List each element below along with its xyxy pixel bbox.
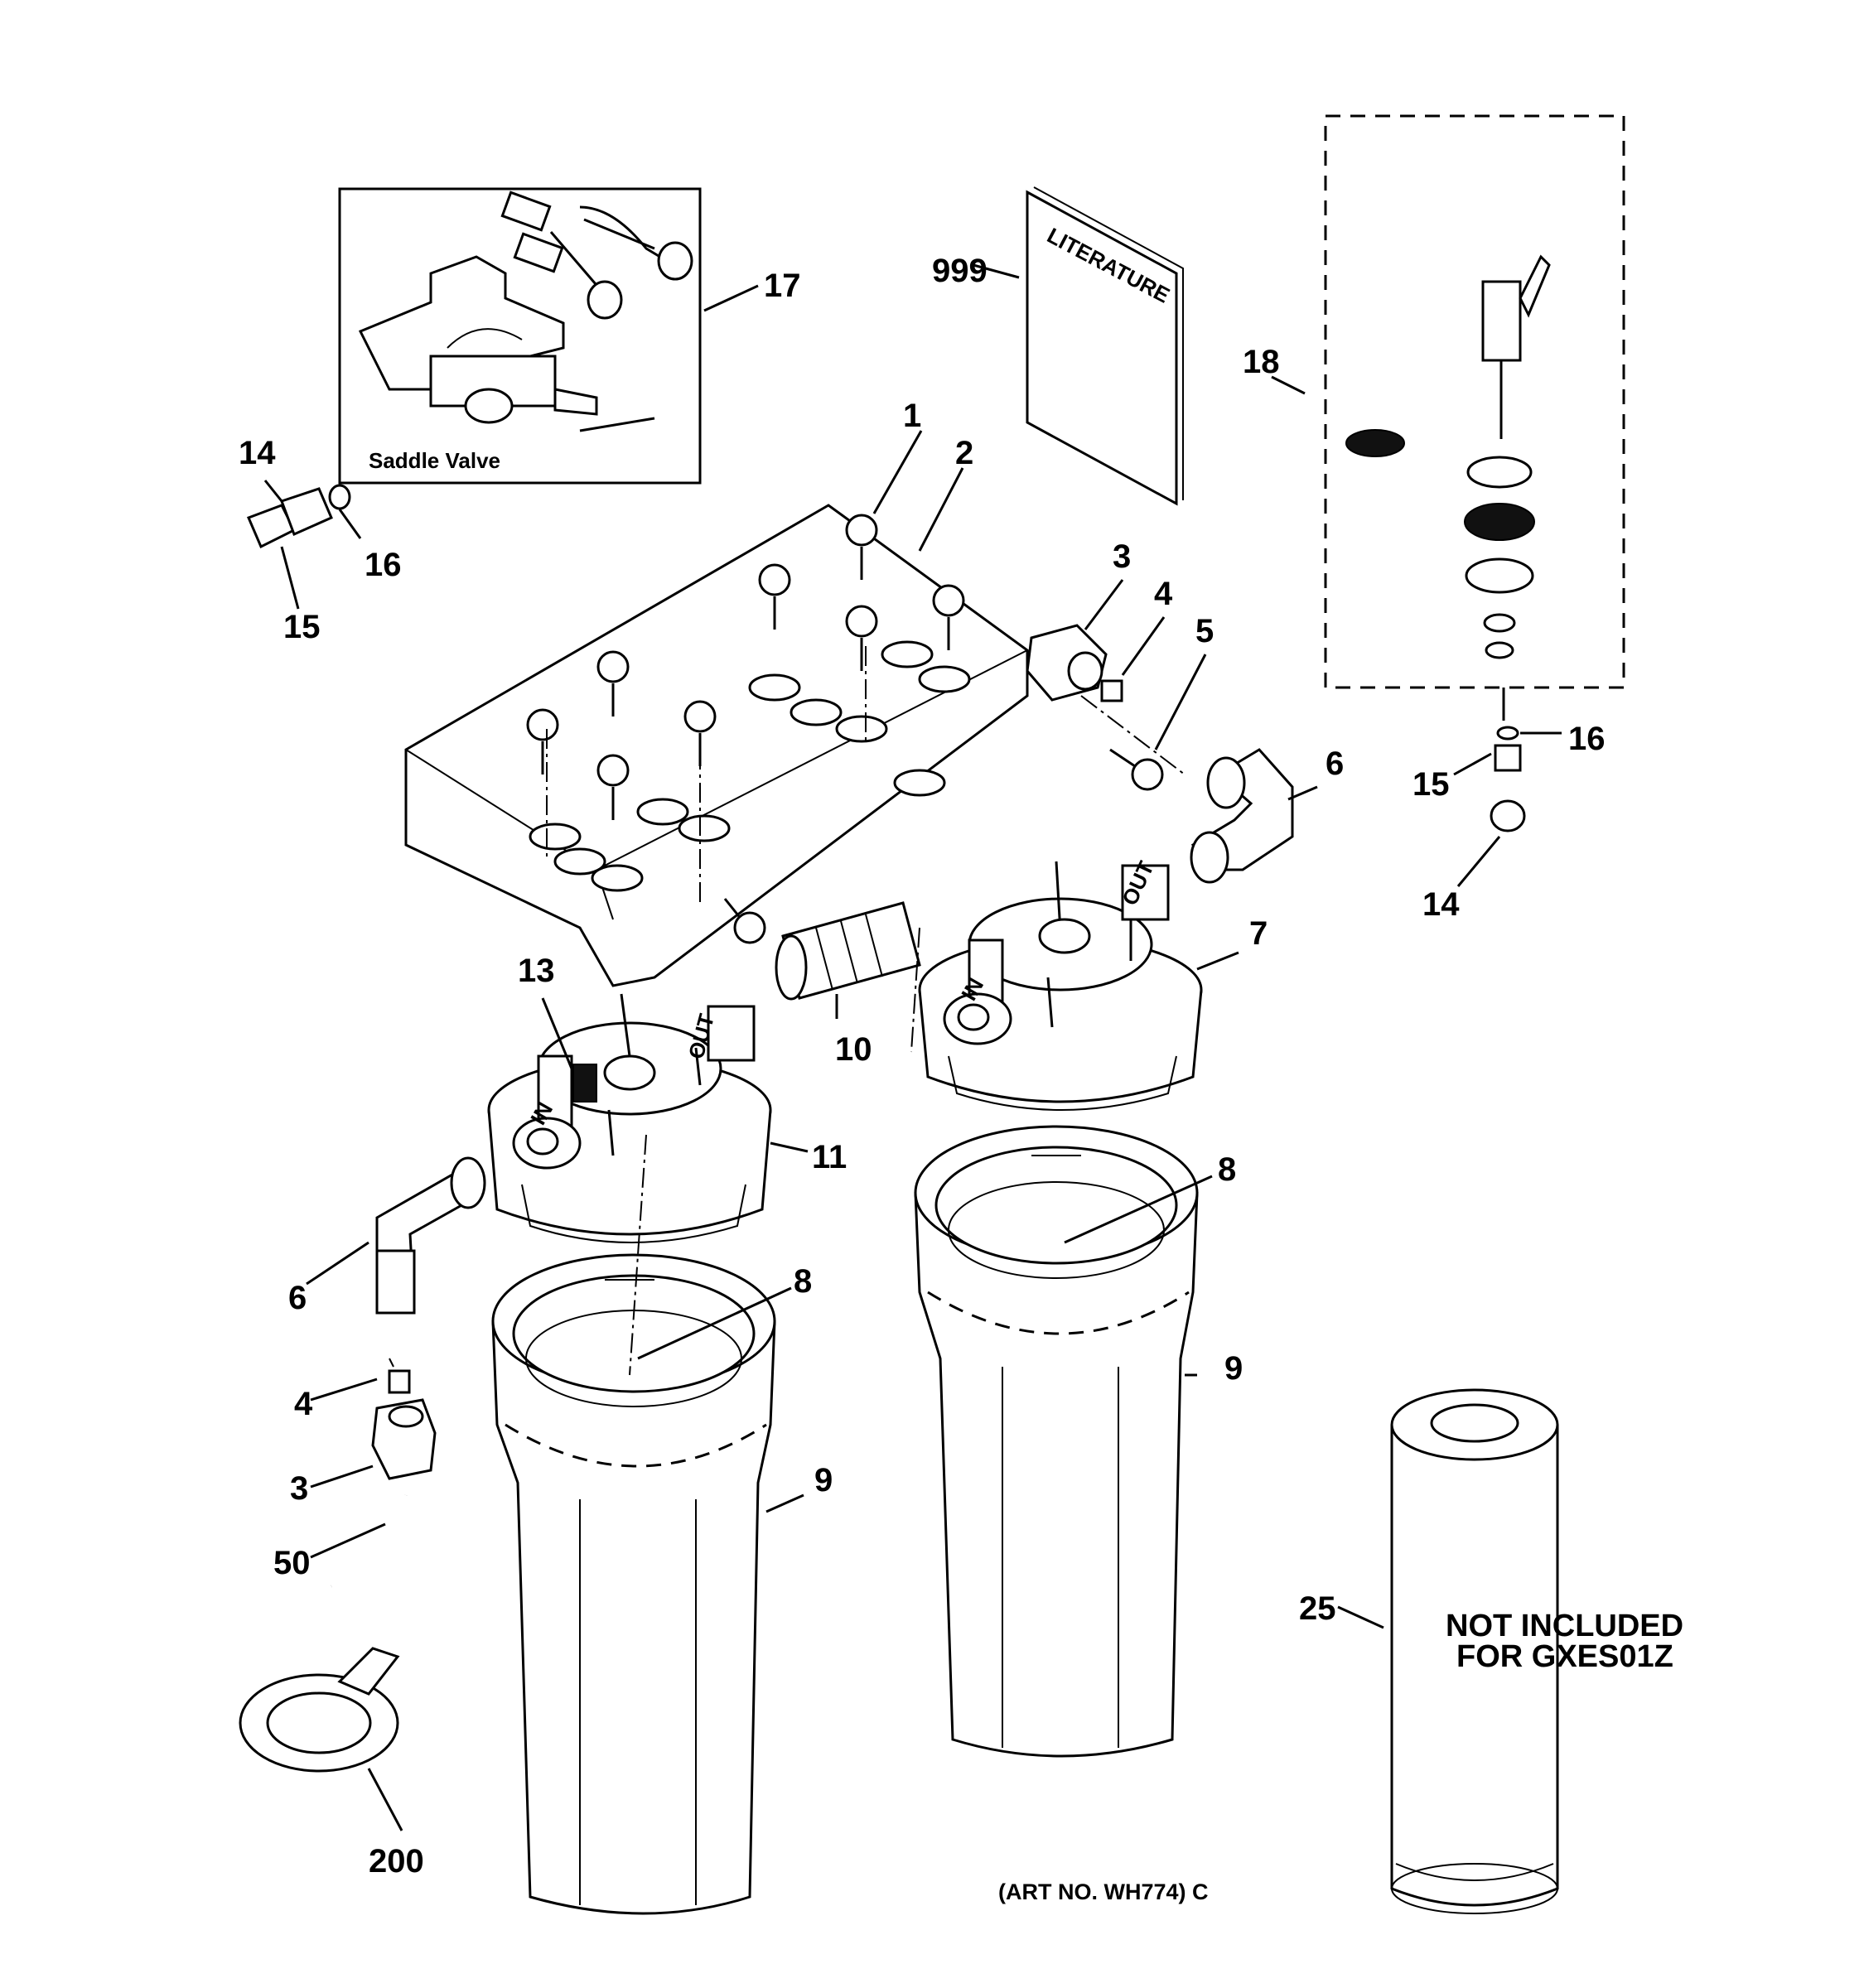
callout-8-left: 8: [794, 1263, 812, 1300]
callout-999: 999: [932, 253, 988, 289]
filter-head-right: IN OUT: [918, 857, 1203, 1111]
callout-15-right: 15: [1412, 766, 1450, 803]
callout-3-upper: 3: [1113, 538, 1131, 575]
callout-7: 7: [1249, 915, 1268, 952]
faucet-kit: [1324, 114, 1625, 721]
callout-200: 200: [369, 1843, 424, 1879]
callout-25: 25: [1299, 1590, 1336, 1627]
filter-housing-right: [914, 1125, 1199, 1758]
leader-lines: [263, 263, 1562, 1831]
callout-17: 17: [764, 268, 801, 304]
callout-5: 5: [1195, 613, 1214, 649]
callout-1: 1: [903, 398, 921, 434]
housing-wrench: [239, 1647, 400, 1773]
callout-8-right: 8: [1218, 1151, 1236, 1188]
callout-numbers: 1 2 3 4 5 6 7 8 8 9 9 10 11 13 14 15 16 …: [239, 253, 1606, 1879]
bracket-screws: [526, 514, 1164, 944]
elbow-fitting-upper: [1190, 748, 1294, 884]
callout-2: 2: [955, 435, 973, 471]
callout-14-upper: 14: [239, 435, 276, 471]
not-included-note-line1: NOT INCLUDED: [1446, 1609, 1683, 1643]
faucet-fittings: [1490, 726, 1526, 832]
callout-6-lower: 6: [288, 1280, 307, 1316]
not-included-note-line2: FOR GXES01Z: [1456, 1639, 1673, 1674]
filter-cartridge: [1390, 1388, 1559, 1914]
callout-15-upper: 15: [283, 609, 321, 645]
callout-3-lower: 3: [290, 1470, 308, 1507]
assembly-centerlines: [546, 646, 1186, 1376]
callout-50: 50: [273, 1545, 311, 1581]
callout-13: 13: [518, 953, 555, 989]
compression-nut-upper: [1026, 624, 1123, 702]
filter-housing-left: [491, 1253, 776, 1915]
callout-16-upper: 16: [365, 547, 402, 583]
saddle-valve-label: Saddle Valve: [369, 448, 500, 473]
callout-18: 18: [1243, 344, 1280, 380]
callout-16-right: 16: [1568, 721, 1606, 757]
callout-9-right: 9: [1224, 1350, 1243, 1387]
callout-9-left: 9: [814, 1462, 833, 1498]
callout-11: 11: [812, 1139, 847, 1175]
literature-booklet: LITERATURE: [1026, 186, 1184, 506]
lower-left-fittings: [330, 1156, 486, 1591]
callout-14-right: 14: [1422, 886, 1460, 923]
callout-10: 10: [835, 1031, 872, 1068]
callout-4-upper: 4: [1154, 576, 1173, 612]
nipple-fitting: [775, 901, 921, 1001]
saddle-valve-kit: Saddle Valve: [338, 187, 702, 485]
filter-head-left: IN OUT: [487, 993, 772, 1243]
inlet-fittings: [247, 484, 351, 549]
mounting-bracket: [404, 504, 1029, 987]
art-number: (ART NO. WH774) C: [998, 1879, 1209, 1904]
callout-6-upper: 6: [1326, 746, 1344, 782]
callout-4-lower: 4: [294, 1386, 313, 1422]
